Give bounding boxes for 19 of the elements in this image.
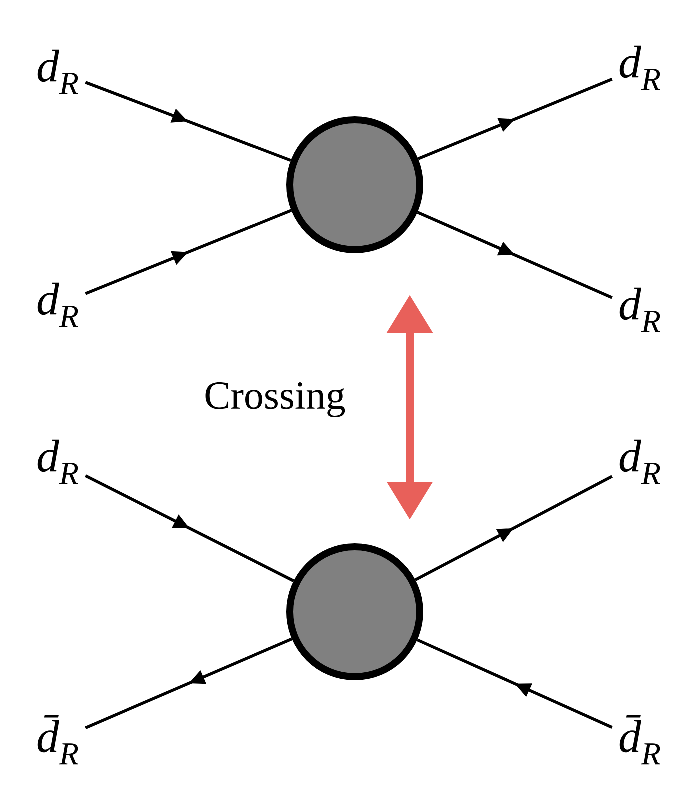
particle-label: d̄$_{R}$ xyxy=(620,715,660,765)
particle-label: d$_{R}$ xyxy=(620,440,660,484)
fermion-line xyxy=(85,474,295,582)
particle-label: d̄$_{R}$ xyxy=(38,715,78,765)
vertex-blob xyxy=(286,116,424,254)
fermion-line xyxy=(416,638,613,729)
crossing-label: Crossing xyxy=(206,382,346,418)
particle-label: d$_{R}$ xyxy=(38,50,78,94)
particle-label: d$_{R}$ xyxy=(620,288,660,332)
fermion-line xyxy=(85,81,292,162)
particle-label: d$_{R}$ xyxy=(38,440,78,484)
fermion-line xyxy=(414,475,613,582)
fermion-line xyxy=(85,209,292,296)
fermion-line xyxy=(418,78,613,160)
particle-label: d$_{R}$ xyxy=(620,46,660,90)
particle-label: d$_{R}$ xyxy=(38,282,78,328)
fermion-line xyxy=(417,211,613,300)
fermion-line xyxy=(85,638,293,730)
vertex-blob xyxy=(286,544,424,680)
